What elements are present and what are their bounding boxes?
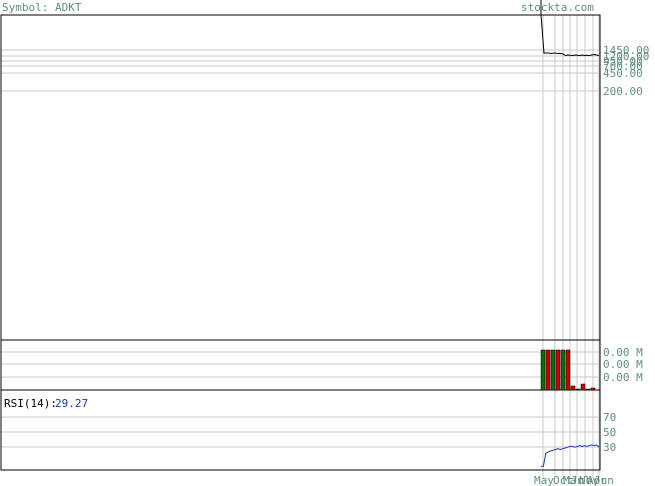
rsi-value: 29.27 [55,397,88,410]
volume-bar [585,388,591,391]
volume-panel [0,339,601,391]
volume-bar [590,387,596,391]
rsi-line [541,444,600,467]
price-line [540,0,600,57]
price-series [540,0,600,57]
rsi-tick-label: 50 [603,426,616,439]
site-watermark: stockta.com [521,1,594,14]
x-axis-label: Jun [594,474,614,486]
price-tick-label: 700.00 [603,60,643,73]
volume-bar [545,349,551,391]
rsi-tick-label: 70 [603,411,616,424]
rsi-panel [0,389,601,471]
price-tick-label: 200.00 [603,85,643,98]
volume-bar [555,349,561,391]
volume-bar [570,385,576,391]
rsi-label: RSI(14): [4,397,57,410]
volume-tick-label: 0.00 M [603,358,643,371]
x-axis-label: Mar [563,474,583,486]
rsi-series [541,444,600,467]
x-axis-label: May [534,474,554,486]
x-axis-label: Jul [571,474,591,486]
volume-tick-label: 0.00 M [603,346,643,359]
rsi-tick-label: 30 [603,441,616,454]
x-axis-label: Oct [553,474,573,486]
grid-lines [1,15,600,478]
price-tick-label: 1450.00 [603,44,649,57]
volume-bar [550,349,556,391]
volume-bar [560,349,566,391]
volume-tick-label: 0.00 M [603,371,643,384]
x-axis-label: Apr [587,474,607,486]
volume-series [540,349,596,391]
price-tick-label: 1200.00 [603,50,649,63]
price-panel [0,14,601,341]
volume-bar [540,349,546,391]
x-axis-label: Nov [579,474,599,486]
volume-bar [575,388,581,391]
volume-bar [580,383,586,391]
price-tick-label: 450.00 [603,67,643,80]
symbol-label: Symbol: ADKT [2,1,82,14]
volume-bar [565,349,571,391]
price-tick-label: 950.00 [603,55,643,68]
